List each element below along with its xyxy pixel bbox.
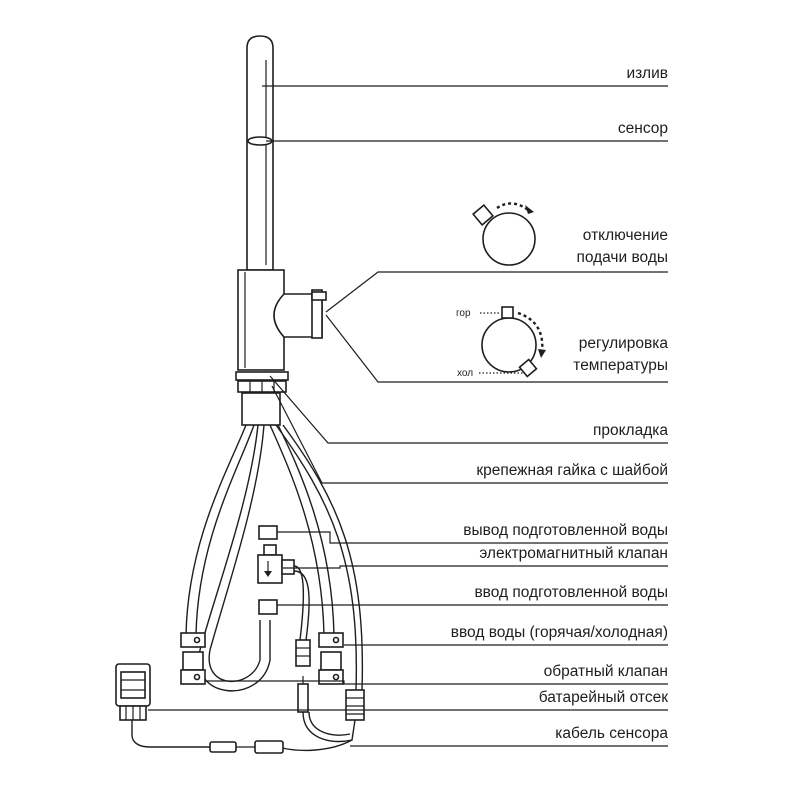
treated-water-outlet-label: вывод подготовленной воды <box>463 522 668 539</box>
lever-handle <box>273 289 327 339</box>
mounting-nut <box>237 380 287 393</box>
solenoid-valve-label: электромагнитный клапан <box>479 545 668 562</box>
gasket <box>235 371 289 381</box>
nut-label: крепежная гайка с шайбой <box>476 462 668 479</box>
treated-water-inlet-label: ввод подготовленной воды <box>474 584 668 601</box>
rotate-arrow-icon <box>496 202 534 214</box>
check-valve-label: обратный клапан <box>544 663 668 680</box>
battery-compartment-label: батарейный отсек <box>539 689 668 706</box>
shutoff-knob <box>472 204 536 266</box>
supply-hoses <box>185 424 364 692</box>
temperature-knob <box>479 306 538 378</box>
temperature-label-line1: регулировка <box>579 335 669 352</box>
cold-mark: хол <box>457 368 473 379</box>
faucet-spout <box>246 35 274 271</box>
shutoff-label-line2: подачи воды <box>576 249 668 266</box>
mounting-shank <box>241 392 281 426</box>
leader-lines <box>148 85 668 747</box>
hot-mark: гор <box>456 308 471 319</box>
solenoid-plug <box>295 639 311 713</box>
sensor-label: сенсор <box>618 120 668 137</box>
water-inlet-label: ввод воды (горячая/холодная) <box>451 624 668 641</box>
sensor-cable-label: кабель сенсора <box>555 725 668 742</box>
check-valves <box>180 651 344 685</box>
treated-water-inlet <box>258 599 278 615</box>
shutoff-label-line1: отключение <box>583 227 668 244</box>
spout-label: излив <box>626 65 668 82</box>
battery-compartment <box>115 663 151 721</box>
treated-water-outlet <box>258 525 278 540</box>
rotate-arrow-icon <box>517 311 546 358</box>
solenoid-valve <box>257 544 310 641</box>
gasket-label: прокладка <box>593 422 668 439</box>
sensor-cable-connector <box>345 689 365 721</box>
sensor-cable <box>131 711 356 754</box>
water-inlet-connectors <box>180 632 344 648</box>
temperature-label-line2: температуры <box>573 357 668 374</box>
